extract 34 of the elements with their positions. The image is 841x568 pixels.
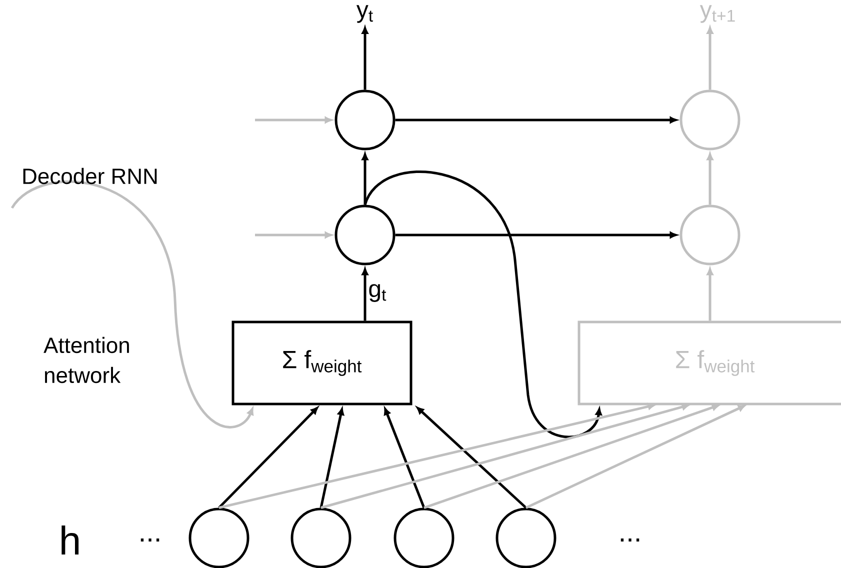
arrow [706, 153, 714, 205]
arrow [255, 116, 332, 124]
arrow [218, 403, 655, 509]
arrow [255, 232, 332, 238]
neuron-circle [680, 204, 740, 266]
arrow [11, 180, 254, 428]
arrow [362, 153, 368, 205]
arrow [320, 404, 690, 509]
text-label: Attention network [44, 336, 129, 384]
arrow [218, 407, 318, 509]
attention-box: Σ f$_{weight}$ [232, 320, 412, 406]
arrow [320, 408, 344, 508]
arrow [395, 116, 677, 124]
neuron-circle [680, 90, 740, 150]
text-label: Decoder RNN [23, 168, 157, 184]
neuron-circle [334, 204, 396, 266]
arrow [384, 408, 426, 508]
neuron-circle [334, 90, 396, 150]
arrow [706, 268, 714, 321]
text-label: h [62, 526, 79, 554]
attention-box: Σ f$_{weight}$ [578, 320, 841, 406]
output-label: y$_{t+1}$ [700, 5, 735, 23]
arrow [706, 26, 714, 90]
arrow [364, 170, 602, 438]
arrow [424, 404, 720, 509]
arrow [416, 406, 527, 509]
arrow [362, 268, 368, 321]
ellipsis: ... [620, 538, 640, 542]
ellipsis: ... [140, 538, 160, 542]
arrow [395, 232, 677, 238]
output-label: y$_{t}$ [356, 5, 373, 23]
edge-label: g$_{t}$ [369, 284, 386, 302]
arrow [362, 26, 368, 90]
arrow [525, 404, 746, 509]
